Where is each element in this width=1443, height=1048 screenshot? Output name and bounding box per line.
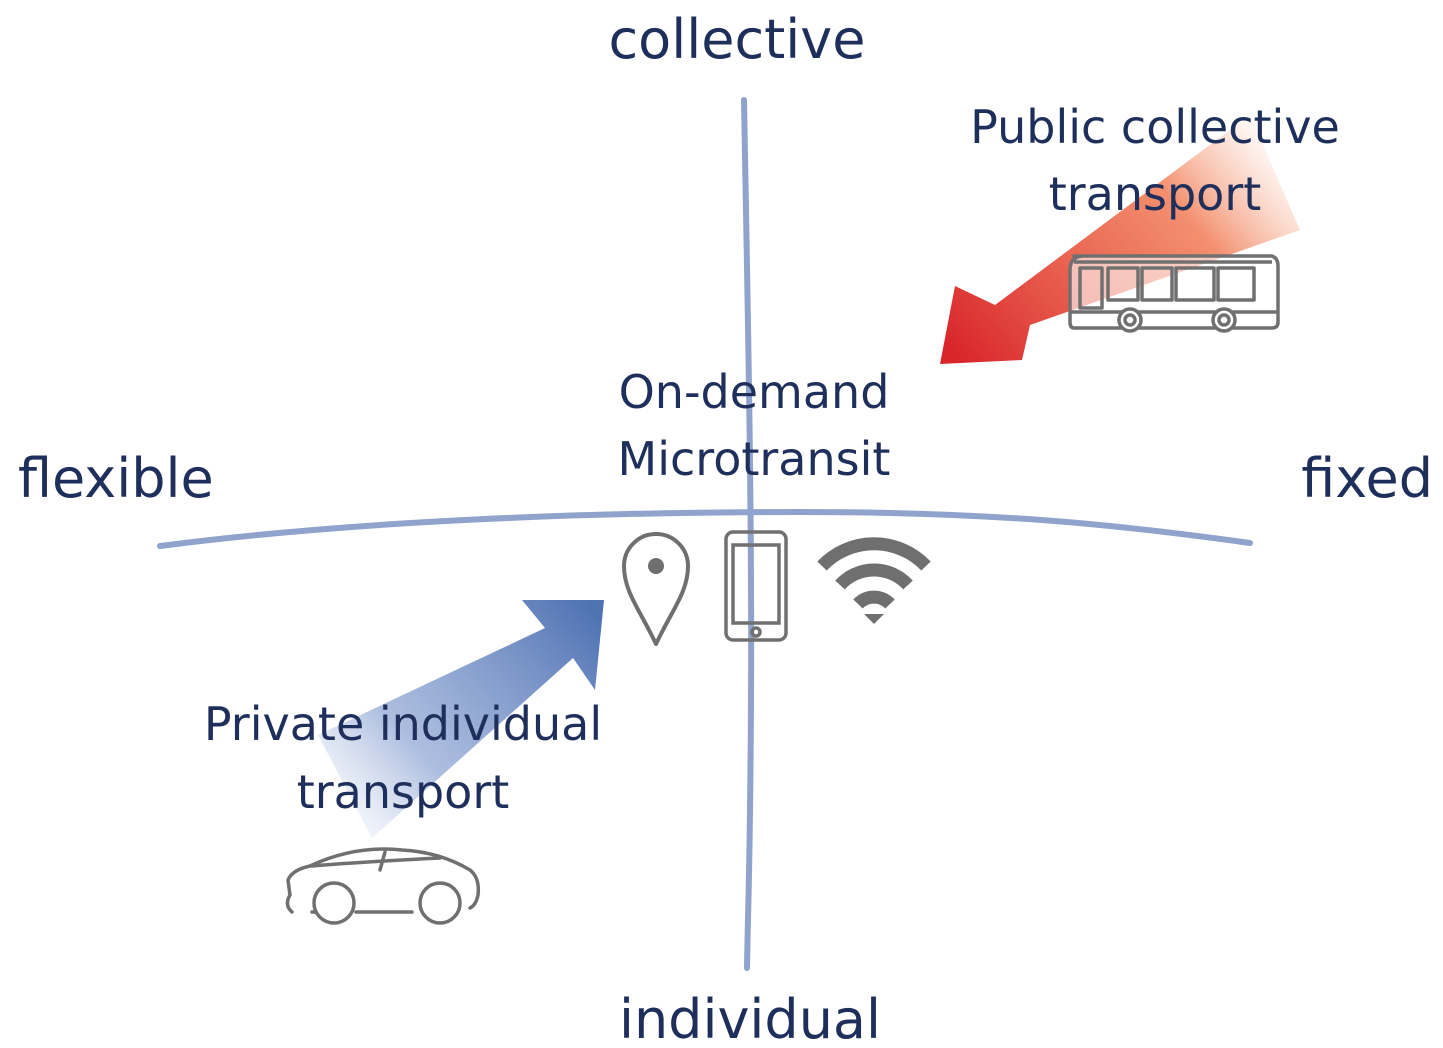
- location-pin-icon: [622, 532, 690, 646]
- horizontal-axis: [157, 508, 1253, 549]
- car-icon: [285, 847, 481, 925]
- center-label-line1: On-demand: [619, 365, 890, 419]
- public-transport-arrow: [940, 115, 1300, 364]
- bus-icon: [1068, 254, 1280, 333]
- private-transport-label-line2: transport: [297, 765, 510, 819]
- vertical-axis: [741, 97, 755, 971]
- center-label-line2: Microtransit: [618, 432, 891, 486]
- axes: [157, 97, 1253, 971]
- private-transport-arrow: [318, 600, 604, 838]
- public-transport-label-line1: Public collective: [970, 100, 1340, 154]
- axis-label-bottom: individual: [619, 988, 881, 1048]
- public-transport-label-line2: transport: [1049, 167, 1262, 221]
- axis-label-right: fixed: [1301, 447, 1433, 510]
- wifi-icon: [817, 537, 931, 624]
- axis-label-top: collective: [608, 8, 865, 71]
- smartphone-icon: [724, 530, 788, 642]
- private-transport-label-line1: Private individual: [204, 697, 602, 751]
- axis-label-left: flexible: [18, 447, 214, 510]
